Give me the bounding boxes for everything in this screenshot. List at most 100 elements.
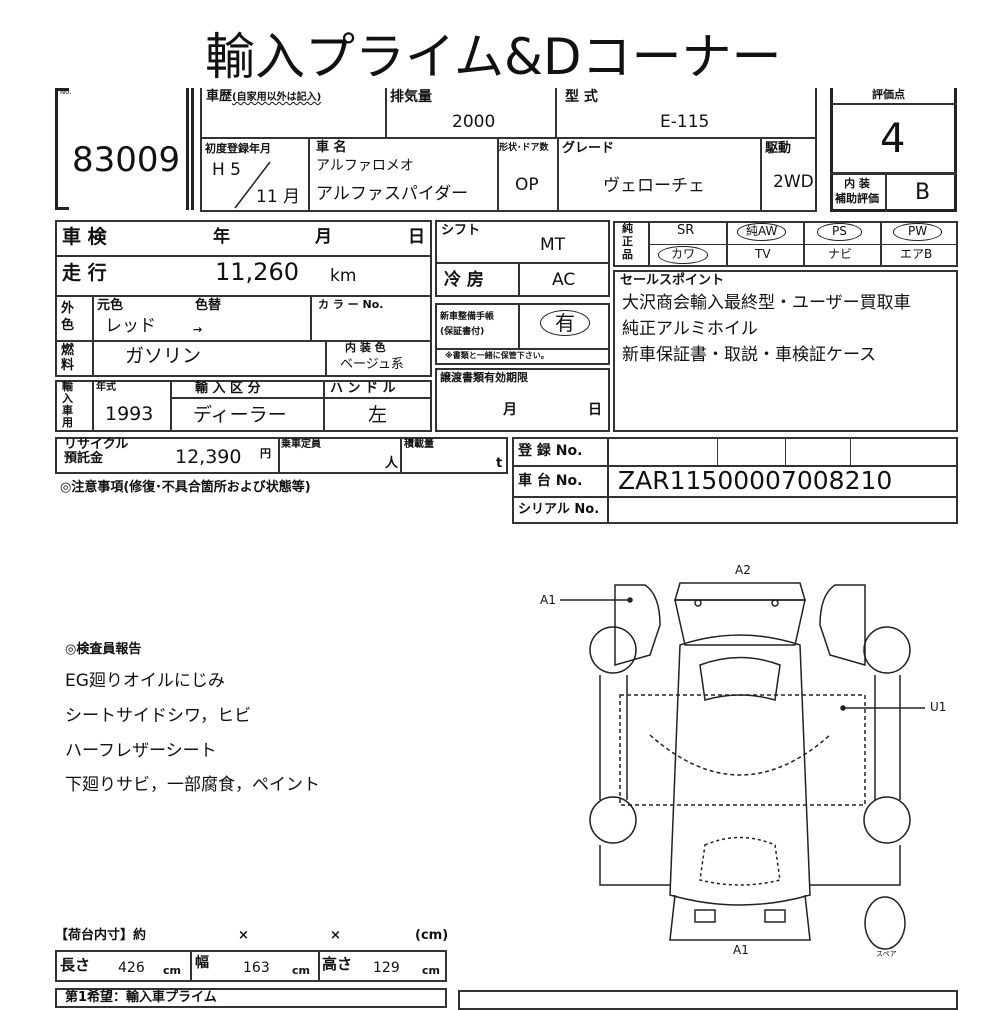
report-line: ハーフレザーシート bbox=[65, 741, 217, 761]
equip-aw: 純AW bbox=[737, 223, 787, 241]
divider bbox=[186, 88, 194, 210]
import-label: 輸入車用 bbox=[62, 380, 73, 429]
notes-label: ◎注意事項(修復･不具合箇所および状態等) bbox=[60, 480, 311, 495]
chassis-number: ZAR11500007008210 bbox=[618, 466, 893, 495]
sales-line: 新車保証書・取説・車検証ケース bbox=[622, 345, 877, 365]
lot-bracket bbox=[55, 88, 69, 210]
cargo-label: 【荷台内寸】約 bbox=[55, 928, 147, 943]
import-class-label: 輸 入 区 分 bbox=[195, 381, 261, 396]
rating-label: 評価点 bbox=[872, 88, 905, 101]
model-code-value: E-115 bbox=[660, 112, 710, 132]
color-fuel-table bbox=[55, 295, 432, 377]
sales-line: 純正アルミホイル bbox=[622, 319, 758, 339]
lot-number: 83009 bbox=[72, 140, 181, 180]
sales-label: セールスポイント bbox=[620, 273, 725, 288]
first-reg-month: 11 月 bbox=[256, 187, 301, 207]
chassis-label: 車 台 No. bbox=[518, 473, 583, 489]
transfer-day: 日 bbox=[588, 402, 602, 418]
handle-value: 左 bbox=[368, 404, 388, 426]
car-damage-diagram bbox=[560, 582, 925, 950]
sales-line: 大沢商会輸入最終型・ユーザー買取車 bbox=[622, 293, 911, 313]
registration-table bbox=[512, 437, 958, 524]
color-label: 外色 bbox=[61, 301, 75, 333]
shift-label: シフト bbox=[441, 223, 481, 238]
color-arrow: → bbox=[193, 323, 203, 336]
import-year-label: 年式 bbox=[96, 382, 116, 393]
width-label: 幅 bbox=[195, 955, 209, 971]
interior-label: 内 装補助評価 bbox=[835, 177, 879, 205]
interior-grade: B bbox=[915, 180, 931, 205]
equip-navi: ナビ bbox=[828, 247, 853, 261]
height-unit: cm bbox=[422, 964, 440, 977]
color-value: レッド bbox=[105, 316, 156, 336]
cargo-unit: (cm) bbox=[415, 928, 449, 943]
recycle-label: リサイクル預託金 bbox=[64, 437, 129, 466]
page-title: 輸入プライム&Dコーナー bbox=[205, 28, 782, 86]
first-reg-label: 初度登録年月 bbox=[205, 142, 271, 155]
equipment-label: 純正品 bbox=[622, 222, 633, 261]
displacement-label: 排気量 bbox=[390, 89, 432, 105]
reg-label: 登 録 No. bbox=[518, 443, 583, 459]
damage-mark-u1: U1 bbox=[930, 700, 947, 714]
manual-label: 新車整備手帳(保証書付) bbox=[440, 312, 495, 337]
recycle-table bbox=[55, 437, 508, 474]
ac-value: AC bbox=[552, 270, 576, 290]
inspection-year: 年 bbox=[213, 227, 230, 247]
capacity-unit: 人 bbox=[385, 456, 399, 471]
transfer-table bbox=[435, 368, 610, 432]
vehicle-header-table bbox=[200, 88, 817, 212]
inspection-month: 月 bbox=[315, 227, 332, 247]
width-value: 163 bbox=[243, 960, 270, 976]
transfer-month: 月 bbox=[503, 402, 517, 418]
transfer-label: 譲渡書類有効期限 bbox=[440, 371, 528, 384]
car-model: アルファスパイダー bbox=[316, 184, 469, 204]
report-line: シートサイドシワ，ヒビ bbox=[65, 706, 252, 726]
dimensions-table bbox=[55, 950, 447, 982]
color-orig-label: 元色 bbox=[97, 298, 124, 313]
inspection-day: 日 bbox=[408, 227, 425, 247]
import-class: ディーラー bbox=[193, 404, 287, 426]
sales-points-box bbox=[613, 270, 958, 432]
height-label: 高さ bbox=[322, 955, 353, 973]
grade-value: ヴェローチェ bbox=[603, 176, 705, 196]
cargo-x2: × bbox=[330, 928, 341, 943]
interior-color-value: ベージュ系 bbox=[340, 357, 404, 372]
slash-divider bbox=[234, 161, 271, 209]
rating-box bbox=[830, 88, 957, 212]
fuel-value: ガソリン bbox=[125, 345, 202, 367]
body-label: 形状･ドア数 bbox=[499, 143, 549, 153]
equip-ps: PS bbox=[817, 223, 862, 241]
history-label: 車歴(自家用以外は記入) bbox=[206, 89, 322, 104]
recycle-value: 12,390 bbox=[175, 446, 242, 468]
handle-label: ハ ン ド ル bbox=[330, 381, 396, 396]
displacement-value: 2000 bbox=[452, 112, 496, 132]
mileage-value: 11,260 bbox=[215, 258, 299, 286]
fuel-label: 燃料 bbox=[61, 343, 75, 373]
equip-tv: TV bbox=[755, 247, 771, 261]
recycle-unit: 円 bbox=[260, 447, 271, 460]
first-reg-year: H 5 bbox=[212, 160, 242, 180]
serial-label: シリアル No. bbox=[518, 502, 600, 517]
wish-text: 第1希望：輸入車プライム bbox=[65, 990, 217, 1005]
manual-note: ※書類と一緒に保管下さい。 bbox=[445, 351, 549, 360]
length-unit: cm bbox=[163, 964, 181, 977]
equip-sr: SR bbox=[677, 223, 695, 238]
lot-label: No. bbox=[60, 88, 72, 96]
length-label: 長さ bbox=[60, 956, 91, 974]
equip-pw: PW bbox=[893, 223, 943, 241]
mileage-unit: km bbox=[330, 266, 357, 286]
equip-leather: カワ bbox=[658, 246, 709, 264]
damage-mark-a1-rear: A1 bbox=[733, 943, 749, 957]
mileage-label: 走 行 bbox=[62, 262, 107, 284]
cargo-x1: × bbox=[238, 928, 249, 943]
shift-ac-table bbox=[435, 220, 610, 297]
capacity-label: 乗車定員 bbox=[281, 439, 321, 450]
load-label: 積載量 bbox=[404, 439, 434, 450]
remarks-box bbox=[458, 990, 958, 1010]
car-name-label: 車 名 bbox=[316, 140, 347, 155]
report-line: EG廻りオイルにじみ bbox=[65, 671, 225, 691]
color-change-label: 色替 bbox=[195, 298, 222, 313]
rating-score: 4 bbox=[880, 116, 906, 162]
body-value: OP bbox=[515, 175, 539, 195]
manual-value: 有 bbox=[540, 310, 590, 336]
